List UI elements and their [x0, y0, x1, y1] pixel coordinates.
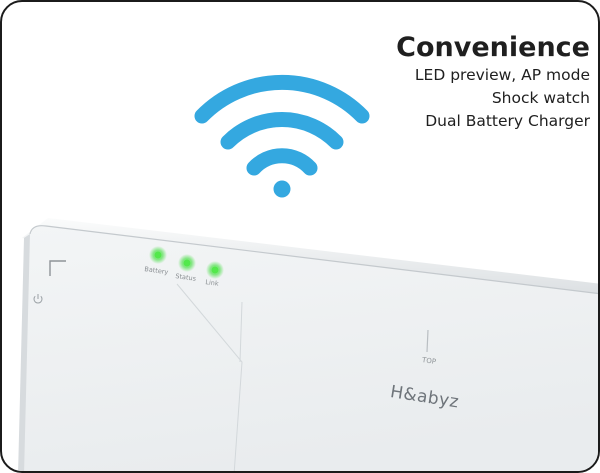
power-icon [33, 294, 43, 304]
wifi-icon [194, 74, 370, 198]
led-label-link: Link [204, 278, 220, 288]
feature-title: Convenience [396, 32, 590, 63]
led-group [149, 246, 224, 279]
feature-line-shock: Shock watch [491, 89, 590, 107]
panel-face [18, 225, 598, 471]
feature-line-led-ap: LED preview, AP mode [414, 66, 590, 84]
corner-mark-icon [49, 260, 66, 276]
feature-headline: Convenience LED preview, AP mode Shock w… [396, 32, 590, 133]
feature-line-battery: Dual Battery Charger [425, 112, 590, 130]
